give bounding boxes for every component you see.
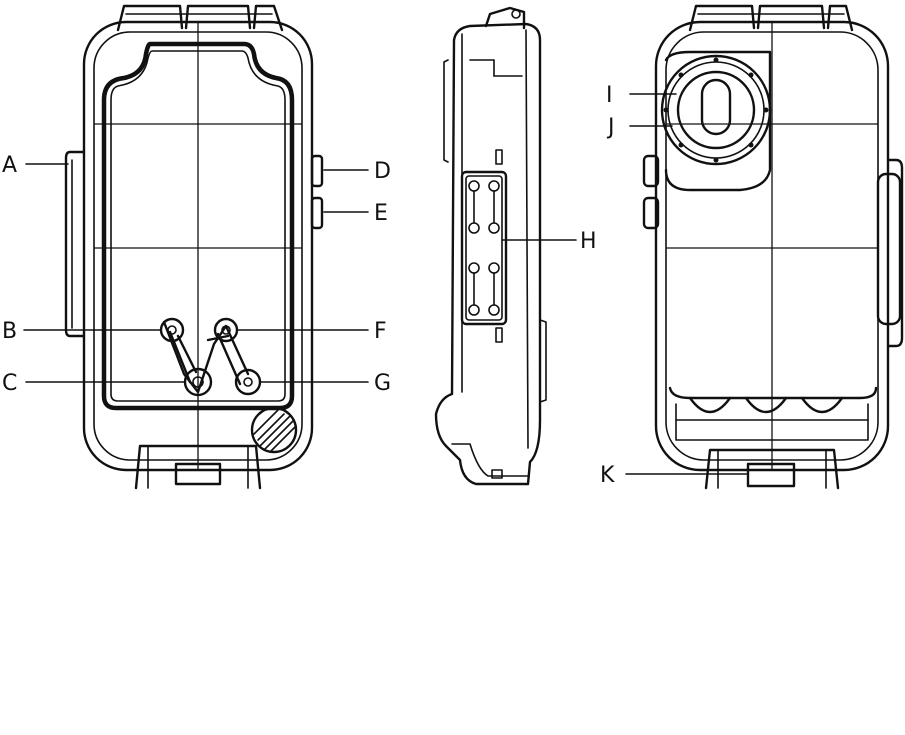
back-view [642,4,904,490]
hatched-dial [250,406,298,454]
latch-k-shape [746,462,796,488]
front-view [64,4,324,490]
camera-lens [660,54,772,166]
callout-f: F [374,319,387,344]
callout-j: J [606,115,615,140]
button-d-shape [310,154,324,188]
side-view [434,6,547,486]
callout-c: C [2,371,17,396]
callout-d: D [374,159,391,184]
callout-e: E [374,201,388,226]
callout-leaders [23,93,749,475]
callout-i: I [606,83,613,108]
callout-a: A [2,153,17,178]
callout-b: B [2,319,17,344]
button-e-shape [310,196,324,230]
callout-k: K [600,463,615,488]
callout-h: H [580,229,597,254]
button-panel-h [460,170,508,326]
callout-g: G [374,371,391,396]
button-c-knob [183,367,213,397]
side-body [434,22,542,486]
button-f-knob [213,317,239,343]
button-b-knob [159,317,185,343]
